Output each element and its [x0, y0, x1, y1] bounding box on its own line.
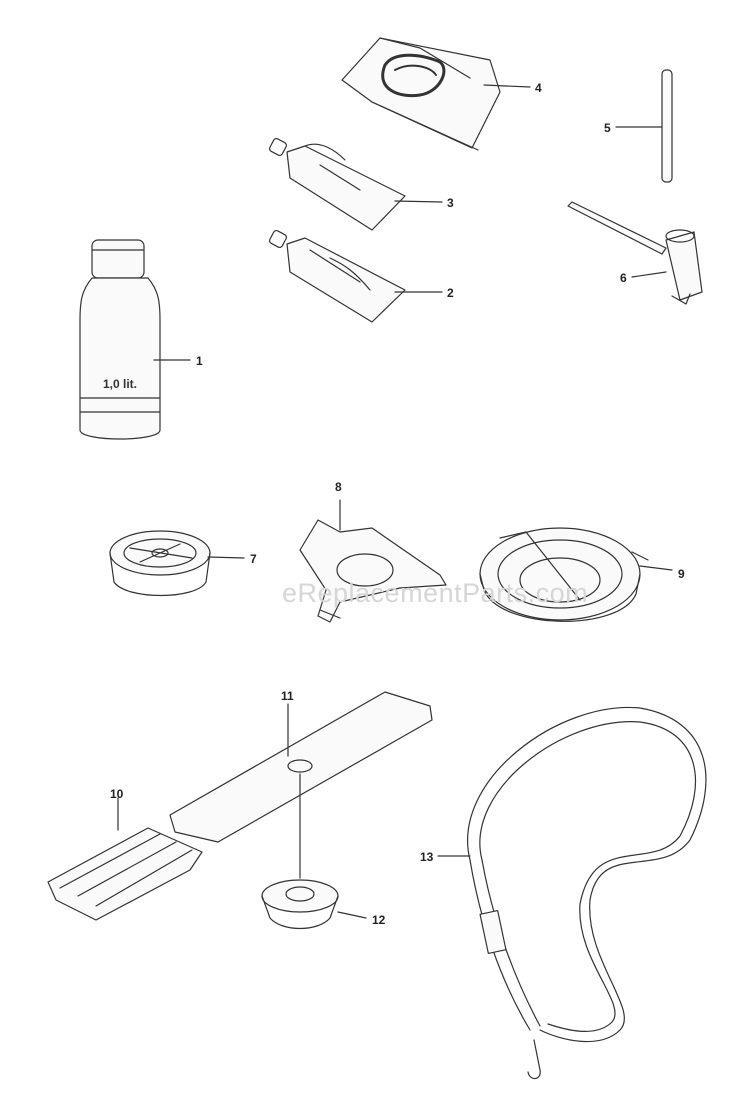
blade-part [169, 691, 433, 879]
grease-tube-part-3 [268, 137, 443, 231]
callout-13: 13 [420, 850, 434, 864]
oil-bottle-part [79, 239, 191, 440]
callout-11: 11 [281, 689, 294, 703]
callout-4: 4 [535, 81, 542, 95]
cup-part [109, 530, 245, 596]
callout-3: 3 [447, 196, 454, 210]
bottle-volume-label: 1,0 lit. [103, 377, 138, 391]
callout-9: 9 [678, 567, 685, 581]
callout-7: 7 [250, 552, 257, 566]
guard-part [479, 527, 673, 622]
transport-guard-part [47, 797, 203, 921]
holder-part [299, 499, 447, 623]
callout-1: 1 [196, 354, 203, 368]
rod-part [615, 69, 673, 183]
callout-5: 5 [604, 121, 611, 135]
callout-6: 6 [620, 271, 627, 285]
watermark: eReplacementParts.com [282, 578, 589, 608]
callout-12: 12 [372, 913, 386, 927]
grease-tube-part-2 [268, 229, 443, 323]
tool-bag-part [341, 37, 531, 151]
spark-plug-wrench-part [567, 201, 703, 305]
callout-10: 10 [110, 787, 124, 801]
harness-strap-part [437, 706, 707, 1080]
washer-part [261, 879, 367, 929]
callout-2: 2 [447, 286, 454, 300]
callout-8: 8 [335, 480, 342, 494]
